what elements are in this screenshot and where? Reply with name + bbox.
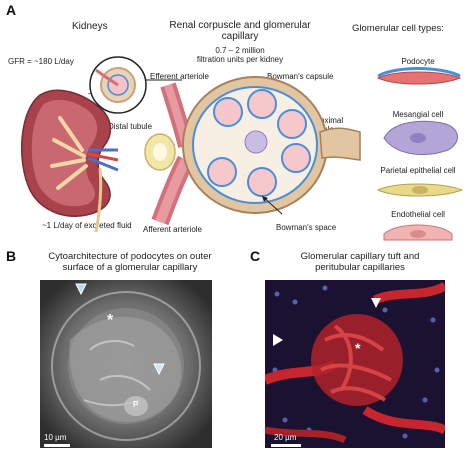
panel-a-artwork [21,56,464,241]
afferent-arteriole-label: Afferent arteriole [143,225,202,234]
filtration-units-label: 0.7 – 2 million filtration units per kid… [180,46,300,64]
distal-tubule [144,133,176,171]
panel-b-title-line1: Cytoarchitecture of podocytes on outer [48,251,212,262]
parietal-label: Parietal epithelial cell [380,166,456,175]
units-line1: 0.7 – 2 million [215,46,265,55]
units-line2: filtration units per kidney [196,55,284,64]
podocyte-icon [376,67,462,85]
panel-b-title-line2: surface of a glomerular capillary [62,262,198,273]
kidney-illustration [21,87,119,233]
bowmans-capsule-label: Bowman's capsule [267,72,334,81]
bowmans-space-label: Bowman's space [276,223,337,232]
sem-micrograph [40,280,212,448]
mesangial-cell-icon [383,120,458,155]
panel-b-title: Cytoarchitecture of podocytes on outer s… [30,251,230,273]
renal-corpuscle-title: Renal corpuscle and glomerular capillary [160,20,320,42]
panel-c-title-line1: Glomerular capillary tuft and [300,251,420,262]
scale-label-b: 10 µm [44,433,67,442]
arrow-marker-b [75,283,87,296]
panel-c-title: Glomerular capillary tuft and peritubula… [270,251,450,273]
panel-b-letter: B [6,248,17,264]
scale-bar-b [44,444,70,447]
cell-types-title: Glomerular cell types: [352,23,444,34]
mesangial-label: Mesangial cell [392,110,444,119]
proximal-line1: Proximal [312,116,344,125]
endothelial-cell-icon [383,224,453,241]
kidneys-title: Kidneys [72,21,108,32]
scale-bar-c [271,444,301,447]
efferent-arteriole-label: Efferent arteriole [150,72,209,81]
arrowhead-marker-c1 [371,298,381,308]
fluorescence-micrograph [265,280,445,448]
arrowhead-marker-c2 [273,334,283,346]
star-marker-b: * [107,312,114,329]
panel-a-letter: A [6,2,17,18]
panel-c-title-line2: peritubular capillaries [315,262,405,273]
podocyte-marker-b: P [133,400,139,409]
arrowhead-marker-b [153,363,165,376]
glomerular-capillaries [207,89,311,197]
excreted-fluid-label: ~1 L/day of excreted fluid [42,221,132,230]
gfr-label: GFR = ~180 L/day [8,57,74,66]
endothelial-label: Endothelial cell [391,210,445,219]
podocyte-label: Podocyte [401,57,435,66]
parietal-cell-icon [376,183,464,197]
star-marker-c: * [355,340,361,356]
panel-c-letter: C [250,248,261,264]
scale-label-c: 20 µm [274,433,297,442]
renal-title-line1: Renal corpuscle and glomerular [169,20,311,31]
renal-title-line2: capillary [221,31,259,42]
inset-corpuscle [89,56,147,114]
distal-tubule-label: Distal tubule [108,122,153,131]
